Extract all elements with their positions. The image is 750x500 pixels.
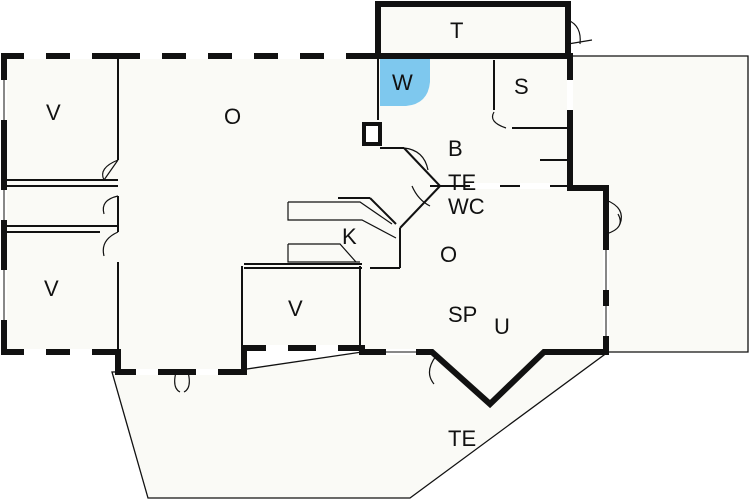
windows: [1, 53, 609, 375]
room-label-o-main: O: [224, 104, 241, 129]
interior-walls: [4, 56, 570, 352]
door-swing-bedroom1: [102, 159, 119, 181]
room-label-w: W: [392, 70, 413, 95]
room-label-u: U: [494, 314, 510, 339]
door-swing-hall: [102, 195, 119, 215]
storage-floor: [378, 4, 568, 56]
room-label-te-south: TE: [448, 426, 476, 451]
door-swing-wc: [411, 185, 431, 207]
room-label-v-top-left: V: [46, 100, 61, 125]
main-floor: [4, 56, 606, 404]
door-swing-east: [605, 199, 622, 235]
room-label-v-center: V: [288, 296, 303, 321]
room-label-k: K: [342, 224, 357, 249]
floor-fill: [4, 4, 606, 404]
room-label-s: S: [514, 74, 529, 99]
room-label-sp: SP: [448, 302, 477, 327]
door-swings: [102, 19, 622, 393]
room-label-o-east: O: [440, 242, 457, 267]
door-swing-south: [174, 371, 190, 393]
door-swing-sauna: [491, 111, 507, 129]
stove: [362, 122, 382, 146]
room-label-te-north: TE: [448, 170, 476, 195]
door-swing-bath: [403, 147, 429, 171]
room-labels: T W S V O B TE WC K O V V SP U TE: [44, 18, 529, 451]
room-label-t: T: [450, 18, 463, 43]
door-swing-storage: [567, 19, 593, 45]
kitchen-counter: [287, 197, 397, 263]
door-swing-terrace: [428, 355, 437, 385]
room-label-b: B: [448, 136, 463, 161]
room-label-v-bottom-left: V: [44, 276, 59, 301]
room-label-wc: WC: [448, 194, 485, 219]
door-swing-bedroom2: [102, 231, 119, 257]
utility-highlight: [380, 58, 430, 106]
